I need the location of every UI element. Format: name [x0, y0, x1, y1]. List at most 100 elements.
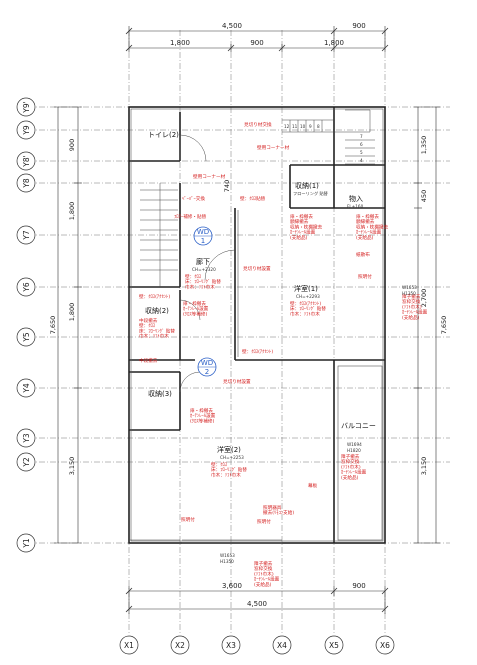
- note-18: 扉・枠撤去ｶｰﾃﾝﾚｰﾙ設置(ｸﾛｽ等補修): [190, 407, 216, 424]
- stair-num-11: 11: [292, 124, 298, 129]
- stairs: [140, 109, 375, 287]
- grid-bubbles-x: [119, 635, 395, 655]
- note-25: 照明付: [257, 518, 271, 525]
- room-balcony: バルコニー: [341, 422, 376, 430]
- note-23-text: 照明器具: [263, 505, 282, 511]
- grid-x-6: X6: [380, 641, 390, 650]
- note-6: ﾌﾛｱｰ補修・貼替: [174, 213, 207, 220]
- note-19-text-line: 床：ﾌﾛｰﾘﾝｸﾞ 貼替: [211, 466, 247, 473]
- note-14: 中段撤去壁：ｸﾛｽ床：ﾌﾛｰﾘﾝｸﾞ 貼替巾木：ｿﾌﾄ巾木: [139, 317, 175, 340]
- dim-top-right: 900: [352, 22, 365, 30]
- note-23: 照明器具撤去(ﾘﾓｺﾝ支給): [263, 505, 294, 516]
- grid-bubbles-y: [16, 97, 36, 553]
- dimension-lines: [54, 26, 440, 614]
- win-2-h: H1820: [347, 448, 361, 453]
- note-22-text-line: ｶｰﾃﾝﾚｰﾙ設置: [341, 469, 367, 476]
- wd-circle-1: WD 1: [193, 226, 213, 246]
- note-17: 見切り材設置: [223, 378, 251, 385]
- note-22: 障子撤去窓枠交換(ｿﾌﾄ巾木)ｶｰﾃﾝﾚｰﾙ設置(支給品): [341, 453, 367, 481]
- grid-y-7: Y5: [22, 332, 31, 343]
- note-18-text: 扉・枠撤去: [190, 407, 213, 414]
- dim-top-total: 4,500: [222, 22, 242, 30]
- grid-y-2: Y9: [22, 125, 31, 136]
- note-23-text-line: 撤去(ﾘﾓｺﾝ支給): [263, 509, 294, 516]
- note-18-text-line: ｶｰﾃﾝﾚｰﾙ設置: [190, 412, 216, 419]
- stair-num-8: 8: [317, 124, 320, 129]
- note-21-text-line: ｶｰﾃﾝﾚｰﾙ設置: [402, 309, 428, 316]
- dim-right-2: 450: [420, 190, 428, 202]
- note-12: 壁：ｸﾛｽ(ｱｸｾﾝﾄ)床：ﾌﾛｰﾘﾝｸﾞ 貼替巾木：ｿﾌﾄ巾木: [290, 300, 326, 317]
- note-7-text-line: (支給品): [290, 234, 308, 241]
- note-28: 中段撤去: [139, 357, 158, 364]
- room-western2: 洋室(2): [217, 445, 241, 454]
- grid-y-9: Y3: [22, 433, 31, 444]
- room-western1-ch: CH=+2293: [296, 294, 320, 299]
- dim-top-2: 900: [250, 39, 263, 47]
- note-15: 壁：ｸﾛｽ(ｱｸｾﾝﾄ): [139, 293, 170, 300]
- note-20-text-line: 窓枠交換: [254, 565, 273, 572]
- red-notes: 見切り材交換 壁用コーナー材 壁用コーナー材 壁：ｸﾛｽ貼替 ﾍﾟｰﾊﾟｰ交換 …: [139, 121, 428, 588]
- note-13: 扉・枠撤去ｶｰﾃﾝﾚｰﾙ設置(ｸﾛｽ等補修): [183, 300, 209, 317]
- note-2: 壁用コーナー材: [257, 144, 290, 151]
- win-1-w: W1653: [402, 285, 417, 290]
- note-14-text-line: 壁：ｸﾛｽ: [139, 322, 156, 329]
- note-22-text-line: 窓枠交換: [341, 458, 360, 465]
- dim-left-3: 1,800: [68, 303, 76, 322]
- note-11-text-line: 巾木：ｿﾌﾄ巾木: [185, 283, 215, 290]
- note-20-text-line: ｶｰﾃﾝﾚｰﾙ設置: [254, 576, 280, 583]
- note-22-text: 障子撤去: [341, 453, 360, 460]
- note-20-text-line: (ｿﾌﾄ巾木): [254, 570, 274, 577]
- note-19-text-line: 巾木：ｿﾌﾄ巾木: [211, 471, 241, 478]
- thin-walls: [130, 108, 384, 542]
- note-14-text: 中段撤去: [139, 317, 158, 324]
- note-13-text-line: ｶｰﾃﾝﾚｰﾙ設置: [183, 305, 209, 312]
- stair-num-7: 7: [360, 134, 363, 139]
- grid-x-2: X2: [175, 641, 185, 650]
- dim-left-4: 3,150: [68, 457, 76, 476]
- note-14-text-line: 巾木：ｿﾌﾄ巾木: [139, 333, 169, 340]
- win-2-w: W1694: [347, 442, 362, 447]
- note-3: 壁用コーナー材: [193, 173, 226, 180]
- win-1-h: H1350: [402, 291, 416, 296]
- note-20-text-line: (支給品): [254, 581, 272, 588]
- grid-y-5: Y7: [22, 230, 31, 241]
- note-19: 壁：ｸﾛｽ床：ﾌﾛｰﾘﾝｸﾞ 貼替巾木：ｿﾌﾄ巾木: [211, 461, 247, 478]
- dim-top-1: 1,800: [170, 39, 190, 47]
- grid-y-8: Y4: [22, 383, 31, 394]
- note-12-text-line: 床：ﾌﾛｰﾘﾝｸﾞ 貼替: [290, 305, 326, 312]
- note-22-text-line: (ｿﾌﾄ巾木): [341, 463, 361, 470]
- dim-left-1: 900: [68, 139, 76, 151]
- note-21-text: 障子撤去: [402, 293, 421, 300]
- note-11: 壁：ｸﾛｽ床：ﾌﾛｰﾘﾝｸﾞ 貼替巾木：ｿﾌﾄ巾木: [185, 273, 221, 290]
- dim-bottom-total: 4,500: [247, 600, 267, 608]
- note-13-text: 扉・枠撤去: [183, 300, 206, 307]
- wd-1-top: WD: [197, 228, 209, 236]
- wd-2-bottom: 2: [205, 368, 209, 376]
- note-10: 見切り材設置: [243, 265, 271, 272]
- note-9: 紙散布: [356, 251, 370, 258]
- note-27: 幕板: [308, 482, 318, 489]
- note-19-text: 壁：ｸﾛｽ: [211, 461, 228, 468]
- note-8: 扉・枠撤去額縁撤去収納・枕棚撤去ｶｰﾃﾝﾚｰﾙ設置(支給品): [356, 213, 389, 241]
- doors: [129, 134, 282, 544]
- grid-y-10: Y2: [22, 457, 31, 468]
- win-3-h: H1350: [220, 559, 234, 564]
- wd-2-top: WD: [201, 359, 213, 367]
- win-3-w: W1653: [220, 553, 235, 558]
- note-14-text-line: 床：ﾌﾛｰﾘﾝｸﾞ 貼替: [139, 327, 175, 334]
- note-16: 壁：ｸﾛｽ(ｱｸｾﾝﾄ): [242, 348, 273, 355]
- note-5: ﾍﾟｰﾊﾟｰ交換: [182, 195, 205, 202]
- note-11-text: 壁：ｸﾛｽ: [185, 273, 202, 280]
- room-toilet: トイレ(2): [148, 131, 179, 139]
- grid-x-4: X4: [277, 641, 287, 650]
- room-hall-ch: CH=+2320: [192, 267, 216, 272]
- dim-right-4: 3,150: [420, 457, 428, 476]
- room-storage1: 収納(1): [295, 181, 319, 190]
- wd-circle-2: WD 2: [197, 357, 217, 377]
- room-goods-ceiling: FL+160: [347, 204, 364, 209]
- room-western1: 洋室(1): [294, 284, 318, 293]
- stair-num-4: 4: [360, 158, 363, 163]
- note-8-text-line: 収納・枕棚撤去: [356, 223, 389, 230]
- room-goods: 物入: [349, 194, 363, 203]
- note-7-text-line: 収納・枕棚撤去: [290, 223, 323, 230]
